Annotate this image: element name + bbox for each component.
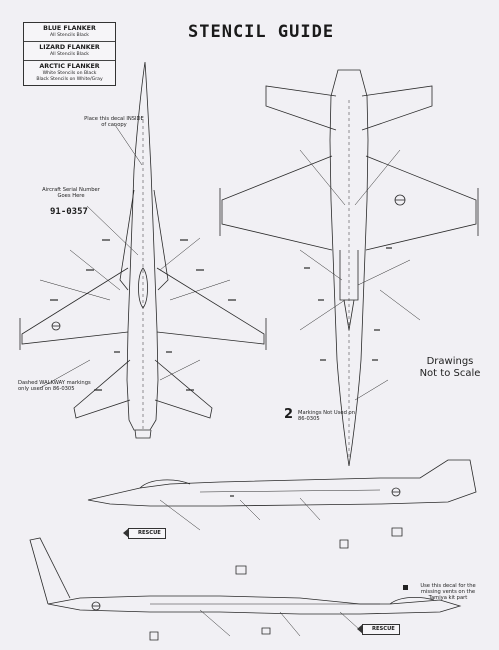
scheme-legend: BLUE FLANKER All Stencils Black LIZARD F… xyxy=(23,22,116,86)
bottom-view-drawing xyxy=(219,69,479,467)
rescue-arrow-label: RESCUE xyxy=(357,624,400,635)
legend-desc: Black Stencils on White/Gray xyxy=(36,77,103,82)
unused-markings-note: Markings Not Used on 86-0305 xyxy=(298,410,355,422)
side-view-left-drawing xyxy=(87,459,477,531)
legend-name: LIZARD FLANKER xyxy=(39,44,100,51)
legend-arctic-flanker: ARCTIC FLANKER White Stencils on Black B… xyxy=(24,61,115,85)
legend-desc: All Stencils Black xyxy=(50,52,89,57)
vents-note: Use this decal for the missing vents on … xyxy=(420,583,476,601)
serial-number: 91-0357 xyxy=(50,207,88,217)
page-title: STENCIL GUIDE xyxy=(188,22,335,42)
legend-name: ARCTIC FLANKER xyxy=(39,63,100,70)
canopy-note: Place this decal INSIDE of canopy xyxy=(84,116,144,128)
vents-marker-icon xyxy=(403,585,408,590)
legend-desc: All Stencils Black xyxy=(50,33,89,38)
legend-lizard-flanker: LIZARD FLANKER All Stencils Black xyxy=(24,42,115,61)
rescue-arrow-label: RESCUE xyxy=(123,528,166,539)
top-view-drawing xyxy=(19,61,267,439)
walkway-note: Dashed WALKWAY markings only used on 86-… xyxy=(18,380,91,392)
legend-desc: White Stencils on Black xyxy=(42,71,97,76)
side-view-right-drawing xyxy=(29,527,462,641)
legend-name: BLUE FLANKER xyxy=(43,25,96,32)
serial-label: Aircraft Serial Number Goes Here xyxy=(42,187,100,199)
scale-note: Drawings Not to Scale xyxy=(419,356,481,379)
unused-marker-number: 2 xyxy=(284,407,294,422)
legend-blue-flanker: BLUE FLANKER All Stencils Black xyxy=(24,23,115,42)
